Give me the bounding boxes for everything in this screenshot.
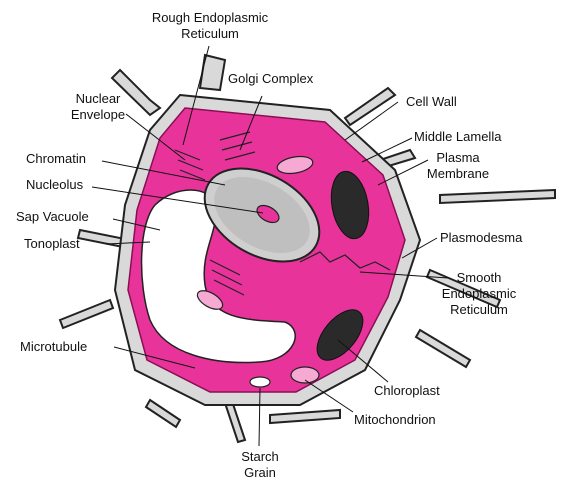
label-middle-lamella: Middle Lamella (414, 129, 501, 145)
label-sap-vacuole: Sap Vacuole (16, 209, 89, 225)
label-cell-wall: Cell Wall (406, 94, 457, 110)
label-nucleolus: Nucleolus (26, 177, 83, 193)
label-microtubule: Microtubule (20, 339, 87, 355)
label-nuclear-envelope: Nuclear Envelope (48, 91, 148, 123)
label-chloroplast: Chloroplast (374, 383, 440, 399)
label-chromatin: Chromatin (26, 151, 86, 167)
label-plasmodesma: Plasmodesma (440, 230, 522, 246)
label-mitochondrion: Mitochondrion (354, 412, 436, 428)
label-golgi-complex: Golgi Complex (228, 71, 313, 87)
label-rough-er: Rough Endoplasmic Reticulum (135, 10, 285, 42)
starch-grain (250, 377, 270, 387)
label-tonoplast: Tonoplast (24, 236, 80, 252)
label-plasma-membrane: Plasma Membrane (418, 150, 498, 182)
label-starch-grain: Starch Grain (220, 449, 300, 481)
label-smooth-er: Smooth Endoplasmic Reticulum (424, 270, 534, 318)
